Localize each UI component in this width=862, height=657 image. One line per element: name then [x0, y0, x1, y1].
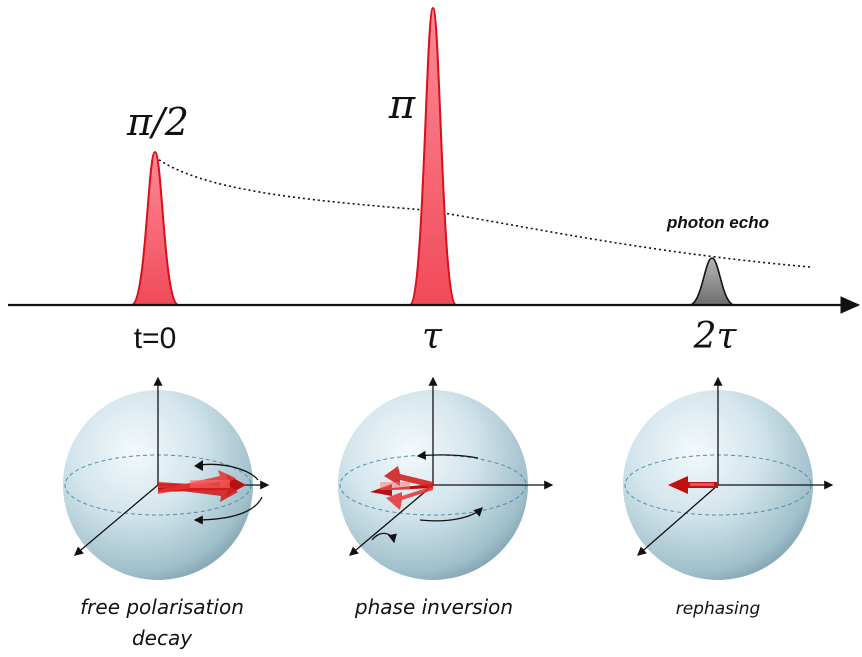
two-tau-label: 2τ: [693, 316, 738, 357]
bloch-sphere-3: [623, 376, 834, 580]
pi-half-label: π/2: [126, 100, 189, 144]
caption-phase-inversion: phase inversion: [354, 595, 513, 619]
y-axis: [74, 484, 159, 556]
rotation-arrow-bottom: [419, 507, 483, 522]
vector-highlight: [190, 480, 230, 488]
pi-pulse: [409, 6, 457, 306]
t0-label: t=0: [134, 322, 177, 355]
photon-echo-label: photon echo: [666, 213, 769, 232]
rotation-arrow-top: [199, 463, 259, 481]
vector-highlight: [380, 482, 410, 490]
vector-highlight: [690, 483, 714, 486]
pi-rotation-indicator: [371, 532, 397, 544]
rotation-arrow-top: [416, 450, 479, 460]
echo-pulse: [689, 257, 735, 306]
caption-free-polarisation-decay-line1: free polarisation: [80, 595, 244, 619]
caption-free-polarisation-decay-line2: decay: [132, 626, 193, 650]
rotation-arrow-bottom: [193, 496, 263, 525]
spin-vector: [386, 486, 433, 510]
caption-rephasing: rephasing: [676, 599, 761, 619]
tau-label: τ: [422, 316, 443, 357]
y-axis: [637, 484, 719, 556]
pi-label: π: [388, 82, 416, 128]
rotation-arrow-top-head: [194, 460, 203, 471]
pi-half-pulse: [131, 150, 179, 306]
decay-curve: [154, 156, 811, 268]
y-axis: [349, 484, 434, 556]
bloch-sphere-1: [63, 376, 270, 580]
bloch-sphere-2: [338, 376, 554, 580]
